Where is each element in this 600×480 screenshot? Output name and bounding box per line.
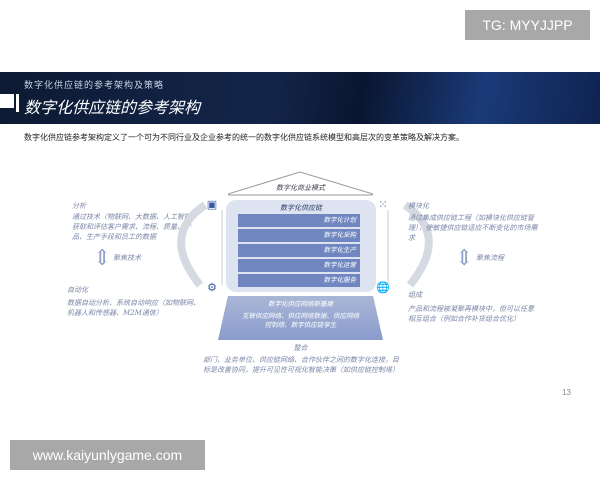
grid-dots-icon: ⁙ bbox=[378, 198, 388, 211]
header-accent bbox=[0, 94, 14, 108]
monitor-chart-icon: ▣ bbox=[206, 198, 218, 211]
page-title: 数字化供应链的参考架构 bbox=[24, 98, 201, 117]
left-top-title: 分析 bbox=[72, 202, 86, 210]
header-accent-bar bbox=[16, 94, 19, 112]
watermark-bottom: www.kaiyunlygame.com bbox=[10, 440, 205, 470]
gears-icon: ⚙ bbox=[207, 281, 217, 294]
integration-title: 整合 bbox=[293, 344, 308, 352]
right-bottom-text: 产品和流程被凝聚再模块中，但可以任意相互组合（例如合作补货组合优化） bbox=[408, 305, 534, 323]
row-service: 数字化服务 bbox=[238, 274, 360, 287]
header-subtitle: 数字化供应链的参考架构及策略 bbox=[24, 81, 165, 91]
base-text: 互联供应网络、供应网络数据、供应网络控制塔、数字供应链孪生 bbox=[242, 312, 359, 329]
right-focus: 聚焦流程 bbox=[476, 254, 504, 262]
cycle-arrows bbox=[177, 201, 433, 288]
header-band: 数字化供应链的参考架构及策略 数字化供应链的参考架构 bbox=[0, 72, 600, 124]
watermark-top: TG: MYYJJPP bbox=[465, 10, 590, 40]
double-arrow-icon: ⇕ bbox=[93, 246, 112, 271]
row-plan: 数字化计划 bbox=[238, 214, 360, 227]
row-produce: 数字化生产 bbox=[238, 244, 360, 257]
right-bottom-title: 组成 bbox=[408, 291, 422, 299]
base-title: 数字化供应网络新基建 bbox=[268, 300, 333, 308]
left-bottom-text: 数据自动分析、系统自动响应（如物联网、机器人和传感器、M2M通信） bbox=[67, 299, 200, 317]
left-top-text: 通过技术（物联网、大数据、人工智能）获取和评估客户需求、流程、质量、产品、生产手… bbox=[72, 213, 198, 241]
row-operate: 数字化运营 bbox=[238, 259, 360, 272]
globe-icon: 🌐 bbox=[376, 281, 390, 294]
core-title: 数字化供应链 bbox=[280, 204, 322, 212]
right-top-title: 模块化 bbox=[408, 202, 429, 210]
right-top-text: 通过集成供应链工程（如模块化供应链管理），使敏捷供应链适应不断变化的市场需求 bbox=[408, 214, 538, 242]
page-number: 13 bbox=[562, 388, 571, 397]
double-arrow-icon-right: ⇕ bbox=[455, 246, 474, 271]
roof-shape bbox=[228, 171, 373, 196]
integration-text: 部门、业务单位、供应链网络、合作伙伴之间的数字化连接，目标是改善协同，提升可见性… bbox=[203, 356, 399, 374]
roof-label: 数字化商业模式 bbox=[276, 184, 325, 192]
row-procure: 数字化采购 bbox=[238, 229, 360, 242]
intro-text: 数字化供应链参考架构定义了一个可为不同行业及企业参考的统一的数字化供应链系统模型… bbox=[24, 133, 464, 142]
left-bottom-title: 自动化 bbox=[67, 286, 88, 294]
base-block: 数字化供应网络新基建 互联供应网络、供应网络数据、供应网络控制塔、数字供应链孪生 bbox=[218, 296, 383, 340]
core-block: 数字化供应链 数字化计划 数字化采购 数字化生产 数字化运营 数字化服务 bbox=[226, 200, 376, 292]
left-focus: 聚焦技术 bbox=[113, 254, 141, 262]
